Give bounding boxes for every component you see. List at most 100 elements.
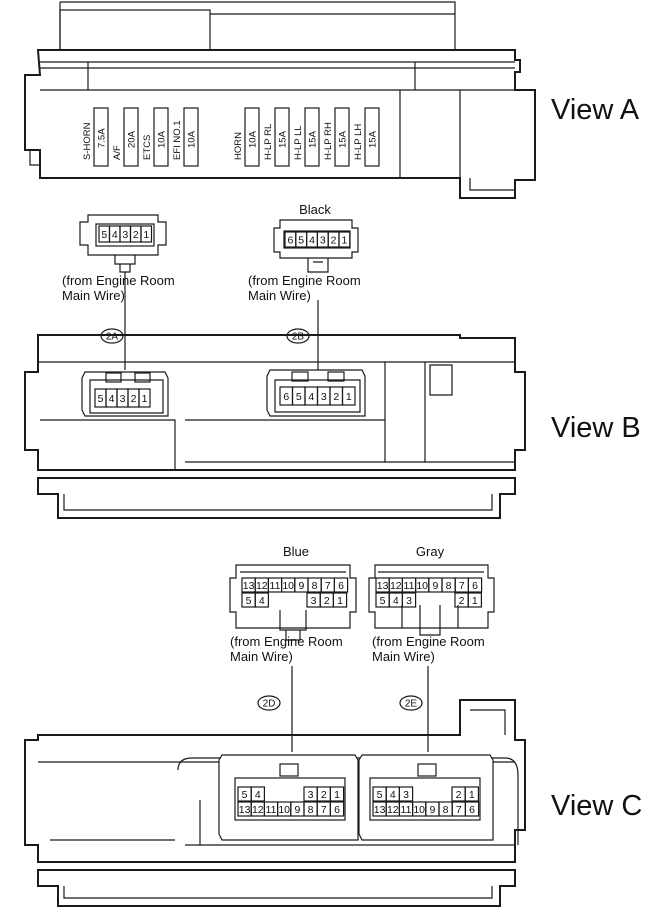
fuse-rating-box [183,107,199,167]
connector-code-2b: 2B [292,332,305,343]
note-2d-line2: Main Wire) [230,649,293,664]
sketch-2e-l-pin-4: 4 [393,595,399,607]
sketch-2b-pin-2: 2 [331,235,337,247]
block-2d-r-pin-1: 1 [334,789,340,801]
fuse-name: EFI NO.1 [172,120,183,160]
pin-cell [338,231,351,248]
sketch-2b-pin-3: 3 [320,235,326,247]
block-2d-pin-13: 13 [239,804,251,816]
block-2e-pin-12: 12 [387,804,399,816]
block-2e-pin-11: 11 [401,804,412,816]
pin-cell [329,801,345,817]
note-2d-line1: (from Engine Room [230,634,343,649]
fuse-rating: 10A [187,130,198,148]
pin-cell [140,225,153,243]
fuse-rating-box [334,107,350,167]
block-2d-r-pin-3: 3 [308,789,314,801]
block-2a-pin-5: 5 [98,393,104,405]
sketch-2a-pin-4: 4 [112,229,118,241]
sketch-2e-l-pin-5: 5 [380,595,386,607]
block-2b-pin-1: 1 [346,391,352,403]
sketch-2d-r-pin-1: 1 [337,595,343,607]
pin-cell [332,592,348,608]
fuse-name: S-HORN [82,122,93,160]
sketch-2e-pin-11: 11 [404,580,415,592]
pin-cell [398,786,414,802]
note-2a-line2: Main Wire) [62,288,125,303]
fuse-name: H-LP RH [323,122,334,160]
pin-cell [250,786,265,802]
block-2b-pin-6: 6 [283,391,289,403]
sketch-2e-r-pin-1: 1 [472,595,478,607]
block-2a-pin-2: 2 [131,393,137,405]
fuse-rating-box [274,107,290,167]
fuse-name: HORN [233,132,244,160]
sketch-2d-pin-11: 11 [270,580,281,592]
block-2d-pin-8: 8 [308,804,314,816]
sketch-2e-pin-8: 8 [446,580,452,592]
block-2b-pin-5: 5 [296,391,302,403]
sketch-2d-l-pin-4: 4 [259,595,265,607]
connector-2e-color: Gray [416,544,445,559]
note-2e-line2: Main Wire) [372,649,435,664]
connector-2b-sketch [273,219,359,273]
block-2d-pin-11: 11 [266,804,277,816]
fuse-rating-box [244,107,260,167]
block-2a-pin-1: 1 [142,393,148,405]
block-2d-r-pin-2: 2 [321,789,327,801]
view-c-label: View C [551,790,642,822]
sketch-2a-pin-5: 5 [101,229,107,241]
pin-cell [333,577,349,593]
block-2d-l-pin-4: 4 [255,789,261,801]
view-b-block: View B [24,272,641,519]
fuse-rating: 10A [248,130,259,148]
sketch-2e-pin-6: 6 [472,580,478,592]
fuse-rating-box [123,107,139,167]
sketch-2e-r-pin-2: 2 [459,595,465,607]
source-notes: (from Engine Room Main Wire) (from Engin… [62,273,485,664]
connector-2d-sketch [229,564,357,641]
block-2e-pin-8: 8 [443,804,449,816]
block-2a-pin-4: 4 [109,393,115,405]
sketch-2e-pin-12: 12 [390,580,402,592]
pin-cell [464,801,480,817]
sketch-2a-pin-3: 3 [122,229,128,241]
fuse-rating-box [364,107,380,167]
pin-cell [467,577,483,593]
pin-cell [341,386,356,406]
sketch-2d-pin-12: 12 [256,580,268,592]
block-2e-pin-9: 9 [429,804,435,816]
sketch-2e-l-pin-3: 3 [406,595,412,607]
pin-cell [401,592,417,608]
sketch-2b-pin-6: 6 [287,235,293,247]
view-b-label: View B [551,412,641,444]
pin-cell [464,786,480,802]
fuse-rating: 15A [368,130,379,148]
block-2d-pin-10: 10 [278,804,290,816]
view-a-label: View A [551,94,640,126]
block-2d-l-pin-5: 5 [242,789,248,801]
sketch-2d-pin-6: 6 [338,580,344,592]
fuse-rating: 15A [278,130,289,148]
fuse-name: A/F [112,145,123,160]
connector-code-2d: 2D [263,699,276,710]
sketch-2d-pin-9: 9 [298,580,304,592]
fuse-rating: 20A [127,130,138,148]
connector-2e-sketch [368,564,495,636]
pin-cell [467,592,483,608]
fuse-name: H-LP LH [353,124,364,160]
block-2d-pin-9: 9 [294,804,300,816]
block-2e-l-pin-3: 3 [403,789,409,801]
note-2b-line2: Main Wire) [248,288,311,303]
fuse-name: H-LP RL [263,124,274,160]
fuse-rating: 15A [308,130,319,148]
fuse-name: H-LP LL [293,125,304,160]
block-2d-pin-7: 7 [321,804,327,816]
sketch-2b-pin-1: 1 [341,235,347,247]
sketch-2d-r-pin-2: 2 [324,595,330,607]
sketch-2e-pin-10: 10 [416,580,428,592]
block-2e-pin-6: 6 [469,804,475,816]
block-2b-pin-4: 4 [308,391,314,403]
sketch-2d-pin-8: 8 [312,580,318,592]
